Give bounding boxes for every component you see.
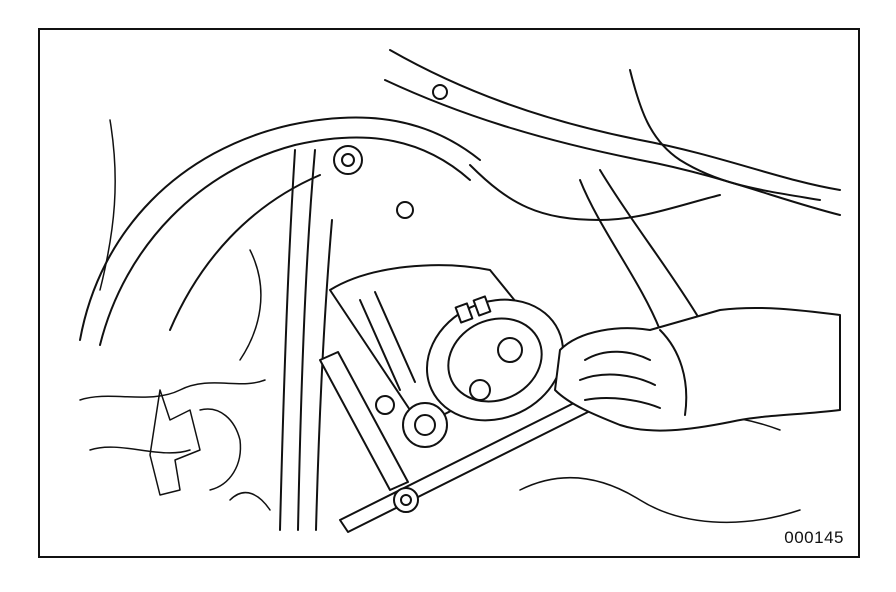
engine-background xyxy=(79,49,841,531)
starter-assembly xyxy=(329,264,565,448)
engine-bay-illustration xyxy=(79,49,841,533)
hand xyxy=(554,306,841,432)
figure-number: 000145 xyxy=(784,528,844,547)
wrench-tool xyxy=(319,351,589,533)
illustration-frame: 000145 xyxy=(38,28,860,558)
